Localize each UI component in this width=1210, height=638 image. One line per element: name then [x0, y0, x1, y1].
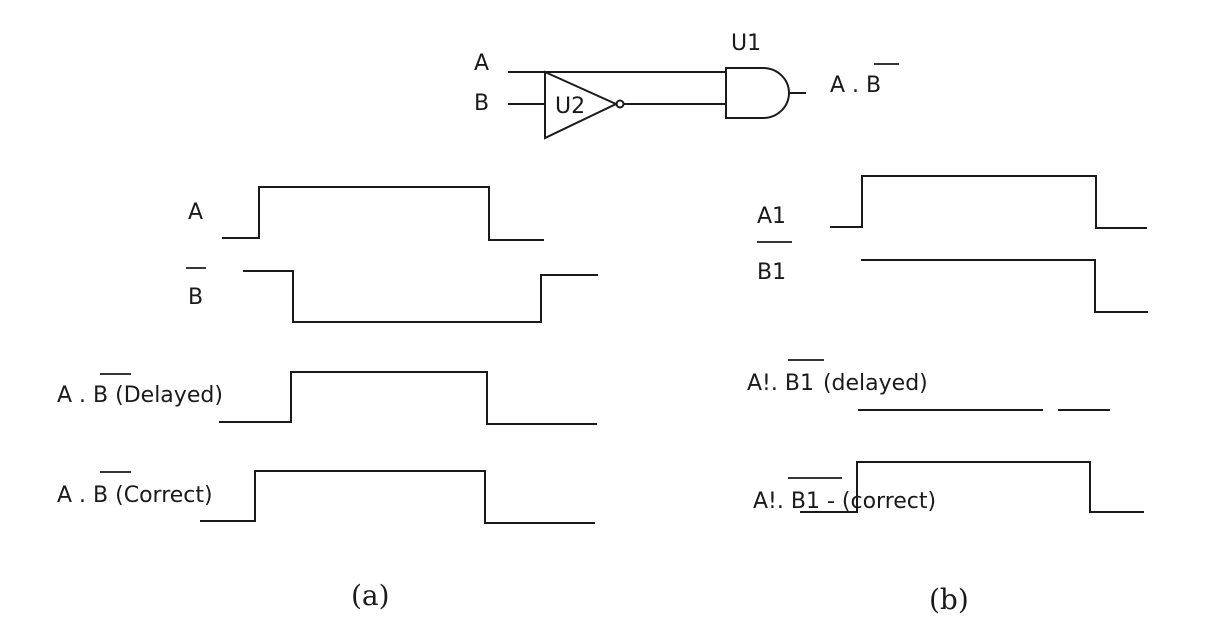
panel-a-waveform-delayed	[219, 371, 597, 425]
logic-circuit: A B U1 U2 A .B	[474, 31, 899, 140]
panel-b-correct-label: A!.B1- (correct)	[753, 489, 936, 514]
panel-a-waveform-bbar	[243, 270, 598, 323]
panel-a-waveform-correct	[200, 470, 595, 524]
panel-a-correct-label: A .B(Correct)	[57, 483, 213, 508]
inverter-label: U2	[555, 94, 585, 119]
and-gate-label: U1	[731, 31, 761, 56]
panel-b-signal-b1bar-label: B1	[757, 260, 786, 285]
panel-b-waveform-correct	[800, 461, 1144, 513]
and-gate-shape	[725, 67, 790, 119]
panel-b-signal-a1-label: A1	[757, 204, 786, 229]
panel-b-waveform-b1bar	[861, 259, 1148, 313]
panel-a-signal-bbar-label: B	[188, 285, 203, 310]
panel-a-timing: A B A .B(Delayed) A .B(Correct) (a)	[57, 186, 598, 612]
inverter-gate-shape	[544, 70, 619, 140]
input-a-label: A	[474, 51, 489, 76]
output-label: A .B	[830, 73, 881, 98]
panel-b-timing: A1 B1 A!.B1(delayed) A!.B1- (correct) (b…	[747, 175, 1148, 616]
panel-b-caption: (b)	[929, 583, 969, 616]
panel-a-caption: (a)	[351, 579, 390, 612]
panel-b-delayed-label: A!.B1(delayed)	[747, 371, 928, 396]
panel-a-waveform-a	[222, 186, 544, 241]
panel-a-signal-a-label: A	[188, 200, 203, 225]
input-b-label: B	[474, 91, 489, 116]
panel-b-waveform-a1	[830, 175, 1147, 229]
panel-a-delayed-label: A .B(Delayed)	[57, 383, 223, 408]
inverter-bubble	[615, 99, 625, 109]
